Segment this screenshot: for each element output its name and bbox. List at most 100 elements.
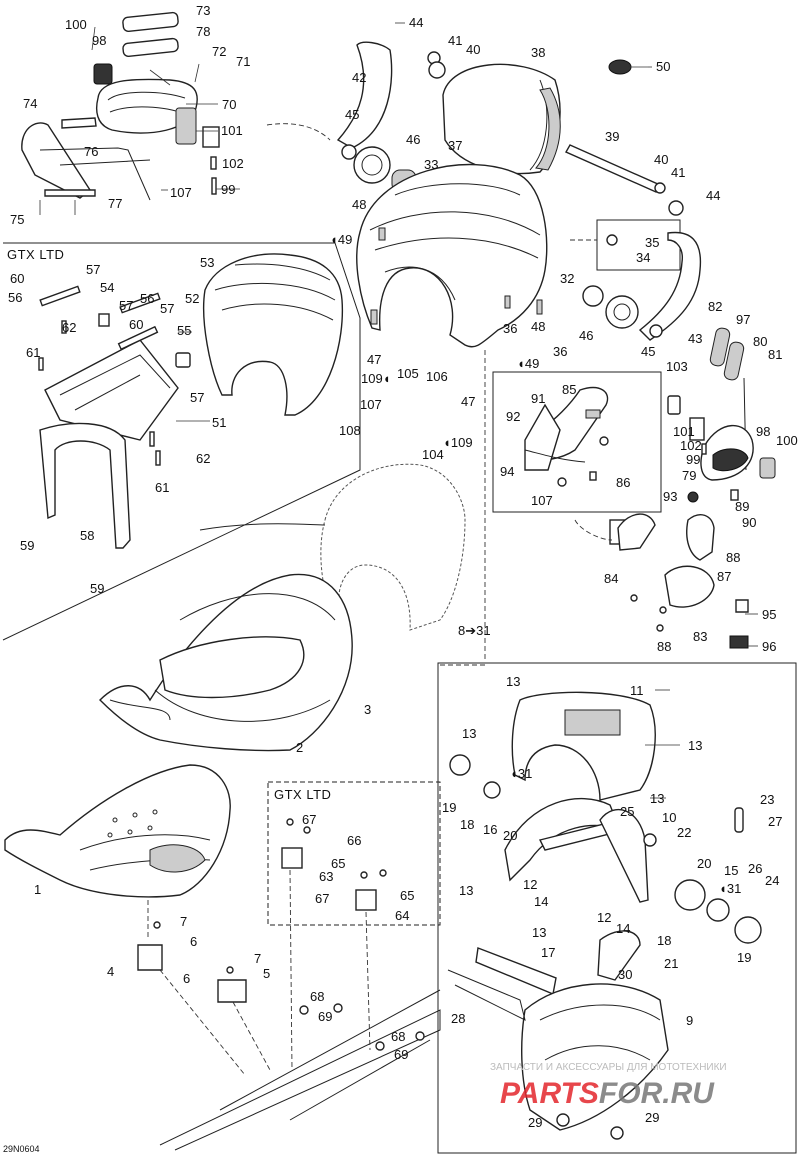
- watermark-brand: PARTSFOR.RU: [500, 1077, 714, 1111]
- callout-68b: 68: [391, 1029, 406, 1044]
- callout-18b: 18: [657, 933, 672, 948]
- callout-107: 107: [170, 185, 192, 200]
- callout-12b: 12: [597, 910, 612, 925]
- callout-22: 22: [677, 825, 692, 840]
- callout-69b: 69: [394, 1047, 409, 1062]
- callout-108: 108: [339, 423, 361, 438]
- callout-28: 28: [451, 1011, 466, 1026]
- callout-99b: 99: [686, 452, 701, 467]
- callout-109b-text: 109: [450, 435, 473, 450]
- callout-30: 30: [618, 967, 633, 982]
- callout-109-text: 109: [361, 371, 383, 386]
- callout-1: 1: [34, 882, 42, 897]
- callout-91: 91: [531, 391, 546, 406]
- chassis-group: [159, 989, 441, 1151]
- callout-105: 105: [397, 366, 419, 381]
- callout-78: 78: [196, 24, 211, 39]
- callout-53: 53: [200, 255, 215, 270]
- callout-29a: 29: [528, 1115, 543, 1130]
- callout-85: 85: [562, 382, 577, 397]
- gtx-ltd-bracket-group: [281, 818, 387, 911]
- callout-64: 64: [395, 908, 410, 923]
- callout-61: 61: [26, 345, 41, 360]
- callout-81: 81: [768, 347, 783, 362]
- callout-50: 50: [656, 59, 671, 74]
- callout-13f: 13: [532, 925, 547, 940]
- callout-40: 40: [466, 42, 481, 57]
- backrest-group: [336, 41, 702, 341]
- callout-79: 79: [682, 468, 697, 483]
- handle-detail-group: [524, 386, 656, 551]
- callout-109b: ◖109: [443, 435, 473, 450]
- callout-11: 11: [630, 683, 644, 698]
- callout-24: 24: [765, 873, 780, 888]
- handle-detail-box: [492, 371, 662, 513]
- callout-15: 15: [724, 863, 739, 878]
- callout-31b-text: 31: [726, 881, 742, 896]
- lower-right-bracket-group: [630, 489, 749, 649]
- callout-59b: 59: [90, 581, 105, 596]
- callout-19b: 19: [737, 950, 752, 965]
- callout-leads: [161, 22, 758, 799]
- callout-48b: 48: [531, 319, 546, 334]
- callout-43: 43: [688, 331, 703, 346]
- callout-44: 44: [409, 15, 424, 30]
- callout-6b: 6: [183, 971, 191, 986]
- callout-87: 87: [717, 569, 732, 584]
- callout-26: 26: [748, 861, 763, 876]
- front-seat-group: [99, 573, 353, 752]
- callout-52: 52: [185, 291, 200, 306]
- callout-38: 38: [531, 45, 546, 60]
- backrest-mechanism-box: [437, 662, 797, 1154]
- callout-20b: 20: [697, 856, 712, 871]
- callout-46b: 46: [579, 328, 594, 343]
- callout-54: 54: [100, 280, 115, 295]
- callout-36: 36: [503, 321, 518, 336]
- callout-58: 58: [80, 528, 95, 543]
- callout-13e: 13: [459, 883, 474, 898]
- callout-62: 62: [62, 320, 77, 335]
- gtx-ltd-top-title: GTX LTD: [7, 247, 65, 262]
- callout-5: 5: [263, 966, 271, 981]
- rear-seat-group: [356, 163, 618, 348]
- callout-103: 103: [666, 359, 688, 374]
- callout-57c: 57: [160, 301, 175, 316]
- callout-100b: 100: [776, 433, 798, 448]
- callout-51: 51: [212, 415, 227, 430]
- callout-66: 66: [347, 833, 362, 848]
- callout-6a: 6: [190, 934, 198, 949]
- callout-12a: 12: [523, 877, 538, 892]
- callout-41b: 41: [671, 165, 686, 180]
- callout-23: 23: [760, 792, 775, 807]
- callout-33: 33: [424, 157, 439, 172]
- callout-13a: 13: [506, 674, 521, 689]
- gtx-ltd-seat-frame-group: [38, 253, 344, 549]
- callout-96: 96: [762, 639, 777, 654]
- callout-47b: 47: [461, 394, 476, 409]
- callout-63: 63: [319, 869, 334, 884]
- callout-61b: 61: [155, 480, 170, 495]
- callout-13b: 13: [462, 726, 477, 741]
- callout-77: 77: [108, 196, 123, 211]
- callout-65a: 65: [331, 856, 346, 871]
- callout-34: 34: [636, 250, 651, 265]
- callout-29b: 29: [645, 1110, 660, 1125]
- callout-76: 76: [84, 144, 99, 159]
- callout-4: 4: [107, 964, 115, 979]
- gtx-ltd-bottom-frame: [267, 781, 441, 926]
- gtx-ltd-top-frame: [2, 242, 361, 641]
- callout-55: 55: [177, 323, 192, 338]
- callout-100: 100: [65, 17, 87, 32]
- callout-62b: 62: [196, 451, 211, 466]
- callout-92: 92: [506, 409, 521, 424]
- callout-67b: 67: [315, 891, 330, 906]
- callout-44b: 44: [706, 188, 721, 203]
- gtx-ltd-bottom-title: GTX LTD: [274, 787, 332, 802]
- callout-25: 25: [620, 804, 635, 819]
- callout-107b: 107: [360, 397, 382, 412]
- callout-45b: 45: [641, 344, 656, 359]
- callout-7b: 7: [254, 951, 262, 966]
- callout-57b: 57: [119, 298, 134, 313]
